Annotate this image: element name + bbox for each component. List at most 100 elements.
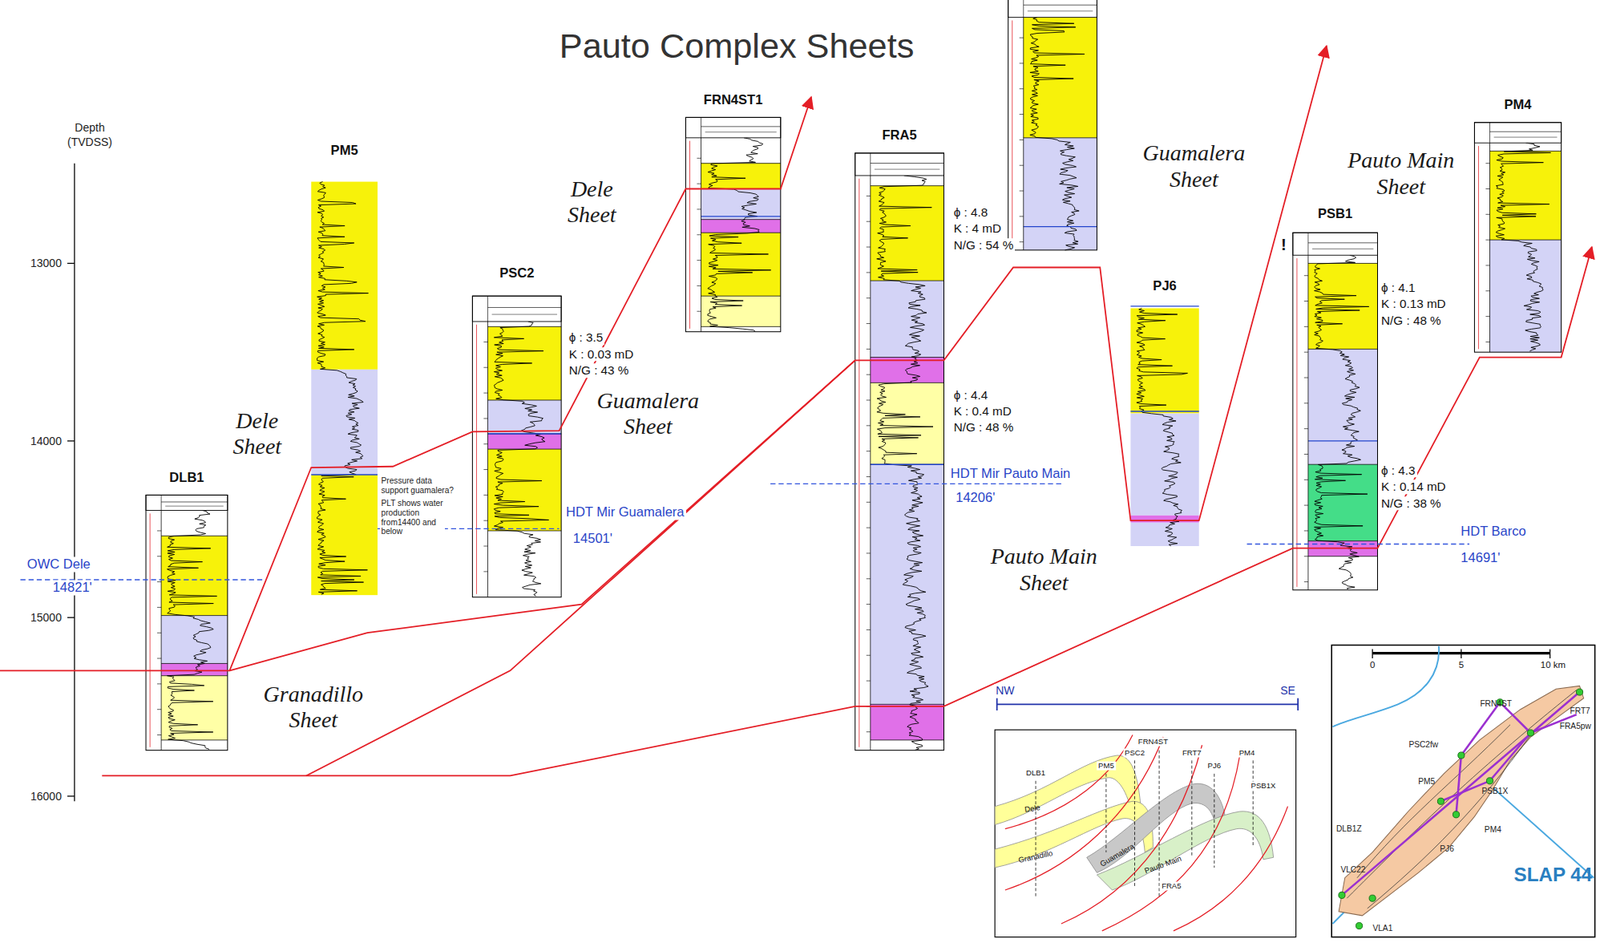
depth-track-tick [1485, 315, 1490, 317]
log-frame [855, 153, 945, 751]
formation-top [870, 703, 945, 705]
marker-line [1023, 226, 1098, 227]
depth-track-tick [866, 424, 871, 426]
log-fill [1490, 239, 1562, 352]
header-scale [1494, 137, 1558, 138]
log-header [145, 494, 228, 510]
well-trace [1213, 773, 1215, 868]
log-fill [1308, 348, 1378, 465]
well-log [1130, 306, 1199, 546]
note-text: Pressure data support guamalera? [379, 476, 456, 495]
depth-track-tick [866, 629, 871, 631]
axis-label: 15000 [28, 610, 64, 624]
well-name: DLB1 [167, 470, 206, 485]
map-fault [1357, 724, 1511, 878]
text-line: Guamalera [597, 387, 700, 413]
formation-top [1308, 464, 1378, 465]
well-trace [1191, 759, 1192, 857]
property-label: K : 0.13 mD [1379, 297, 1448, 312]
sheet-label: Guamalera Sheet [595, 387, 702, 439]
formation-top [487, 529, 562, 531]
formation-top [870, 280, 945, 282]
log-fill [487, 400, 562, 434]
depth-track-tick [157, 581, 162, 582]
formation-top [1023, 137, 1098, 138]
log-frame [1474, 122, 1561, 352]
well-name: FRA5 [880, 128, 919, 143]
marker-line [487, 432, 562, 434]
axis-label: Depth [72, 121, 106, 134]
depth-track-tick [866, 680, 871, 682]
inset-label: PSC2 [1123, 748, 1147, 758]
header-rule [487, 295, 489, 322]
contact-label: OWC Dele [25, 556, 93, 572]
gamma-ray-curve [1030, 17, 1085, 251]
header-rule [161, 494, 162, 510]
log-frame [472, 295, 562, 598]
gamma-ray-curve [317, 181, 369, 595]
axis-label: 16000 [28, 789, 64, 803]
depth-track-edge [487, 321, 489, 598]
property-label: ϕ : 3.5 [567, 331, 606, 346]
depth-track-tick [866, 654, 871, 656]
log-fill [487, 433, 562, 449]
direction-bar-end [996, 698, 998, 711]
contact-line [1247, 543, 1471, 545]
text-line: below [381, 526, 404, 536]
contact-label: HDT Barco [1458, 524, 1528, 540]
depth-track-tick [1019, 190, 1024, 192]
text-line: Pressure data [381, 476, 433, 485]
formation-top [1308, 555, 1378, 557]
text-line: PLT shows water [381, 498, 444, 508]
log-header [1474, 122, 1561, 143]
header-scale [1312, 248, 1374, 250]
inset-label: DLB1 [1024, 767, 1047, 777]
log-fill [1130, 522, 1199, 546]
depth-track-line [1011, 20, 1013, 247]
header-scale [874, 169, 940, 170]
depth-track-tick [1485, 188, 1490, 190]
inset-label: FRA5 [1159, 880, 1183, 890]
well-log [311, 181, 378, 596]
depth-track-tick [157, 555, 162, 557]
scale-tick [1549, 649, 1551, 659]
depth-track-tick [696, 311, 701, 312]
depth-track-tick [483, 494, 488, 496]
formation-top [870, 739, 945, 740]
log-fill [1023, 137, 1098, 251]
property-label: N/G : 54 % [952, 238, 1016, 253]
property-label: N/G : 43 % [567, 363, 631, 378]
depth-track-tick [1304, 453, 1309, 455]
depth-track-tick [157, 658, 162, 659]
formation-top [870, 185, 945, 186]
depth-track-tick [866, 577, 871, 579]
log-fill [701, 163, 781, 190]
depth-track-tick [1019, 139, 1024, 141]
well-name: PM5 [329, 143, 360, 158]
gamma-ray-curve [167, 509, 218, 749]
depth-track-tick [866, 246, 871, 248]
depth-track-tick [1304, 351, 1309, 353]
gamma-ray-curve [1495, 142, 1551, 352]
well-log-column: PM5 [311, 143, 378, 595]
depth-track-tick [1019, 62, 1024, 64]
formation-top [870, 382, 945, 384]
inset-label: Pauto Main [1142, 853, 1185, 877]
map-label: PSC2fw [1406, 739, 1440, 750]
depth-track-tick [696, 234, 701, 235]
formation-top [1308, 540, 1378, 542]
log-header [1008, 0, 1098, 18]
well-trace [1134, 759, 1136, 888]
text-line: Dele [235, 408, 279, 433]
depth-track-tick [157, 632, 162, 634]
depth-track-tick [1019, 241, 1024, 243]
header-rule [1489, 122, 1491, 143]
header-scale [705, 131, 777, 133]
marker-line [701, 215, 781, 217]
marker-line [1130, 305, 1199, 307]
contact-label: 14691' [1458, 550, 1502, 566]
well-log [855, 153, 945, 751]
contact-label: HDT Mir Guamalera [564, 505, 687, 521]
text-line: Sheet [288, 707, 338, 732]
well-name: PJ6 [1151, 278, 1178, 294]
